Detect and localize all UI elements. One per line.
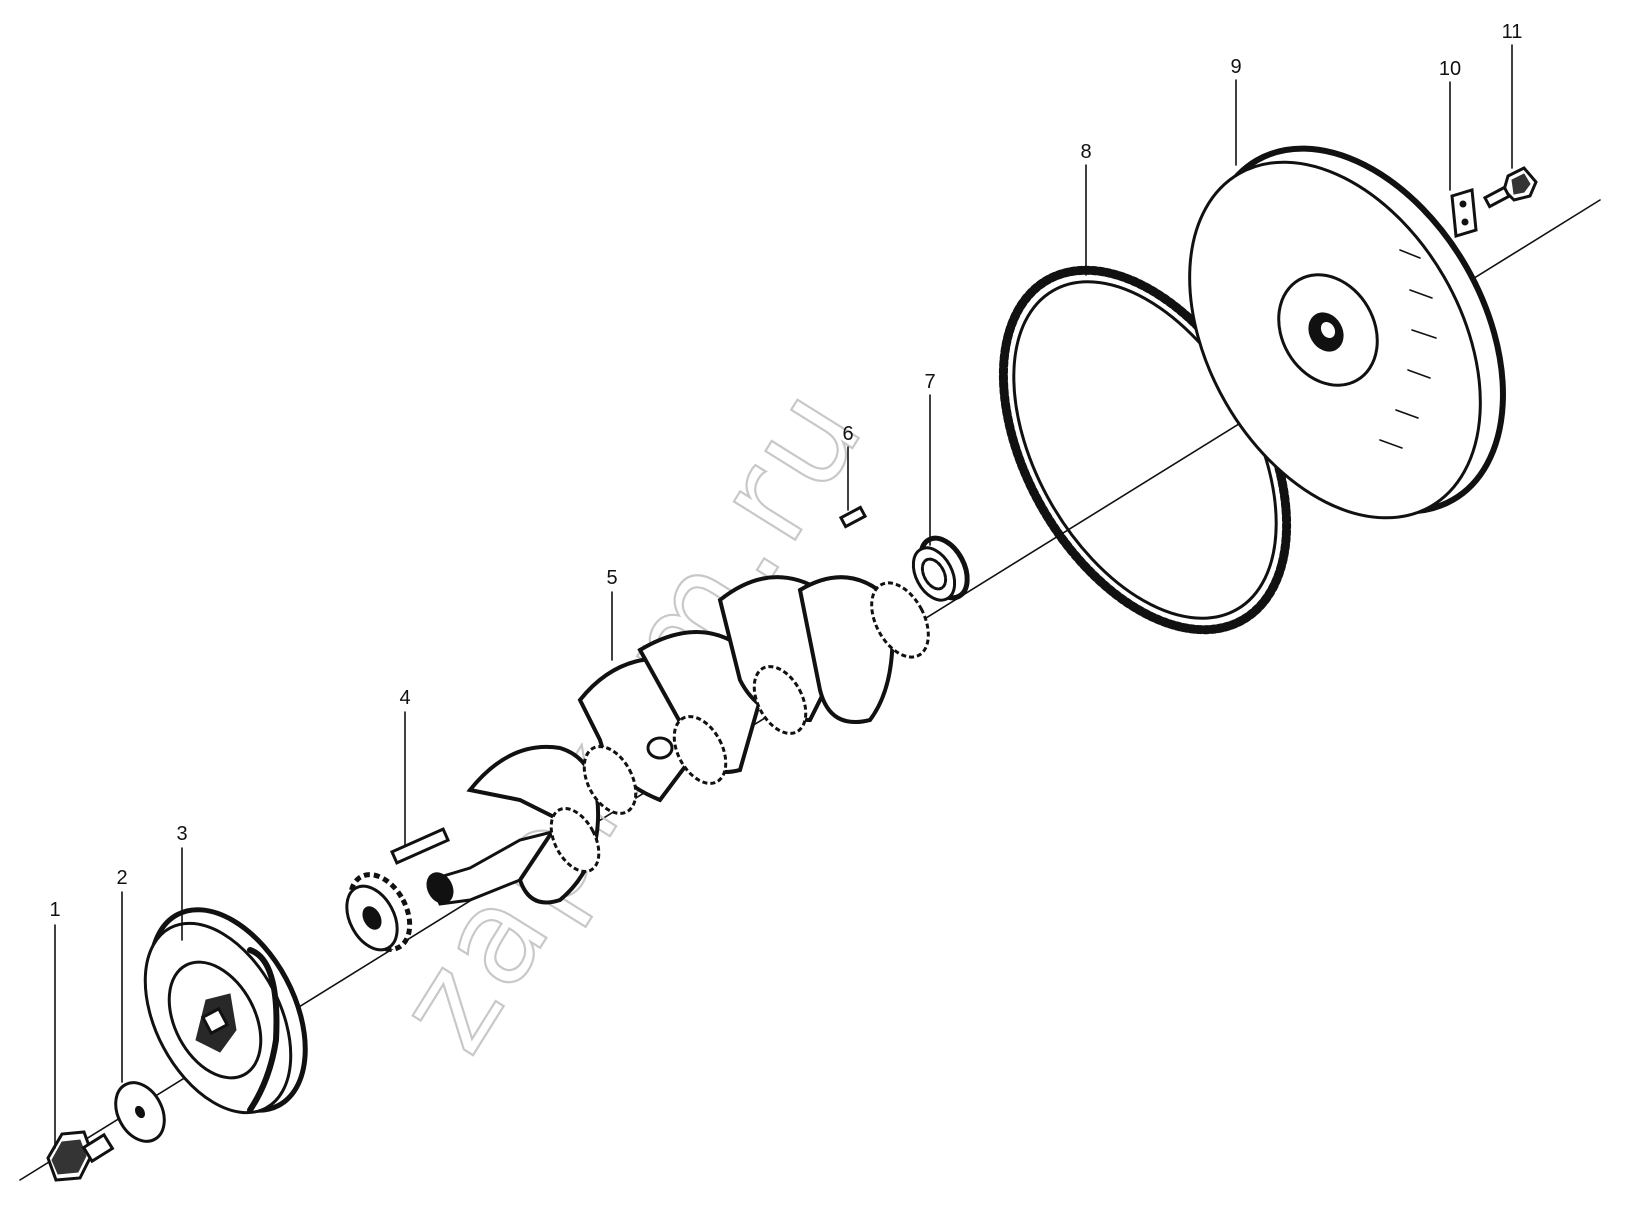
part-3-pulley [143, 907, 308, 1115]
callout-2: 2 [116, 867, 127, 889]
callout-8: 8 [1080, 141, 1091, 163]
callout-5: 5 [606, 567, 617, 589]
part-6-pin [838, 505, 868, 529]
part-1-bolt [46, 1130, 115, 1182]
part-2-washer [114, 1081, 166, 1143]
callout-11: 11 [1502, 21, 1523, 43]
callout-3: 3 [176, 823, 187, 845]
callout-7: 7 [924, 371, 935, 393]
callout-leaders [54, 44, 1513, 1149]
part-11-bolt [1482, 166, 1538, 209]
callout-4: 4 [399, 687, 410, 709]
callout-6: 6 [842, 423, 853, 445]
callout-1: 1 [49, 899, 60, 921]
part-10-lock-plate [1450, 188, 1478, 238]
part-4-gear-and-key [345, 827, 451, 952]
part-7-bearing [911, 535, 970, 602]
callout-9: 9 [1230, 56, 1241, 78]
part-9-flywheel [1188, 145, 1506, 520]
callout-10: 10 [1439, 58, 1461, 80]
part-5-crankshaft [426, 575, 930, 906]
